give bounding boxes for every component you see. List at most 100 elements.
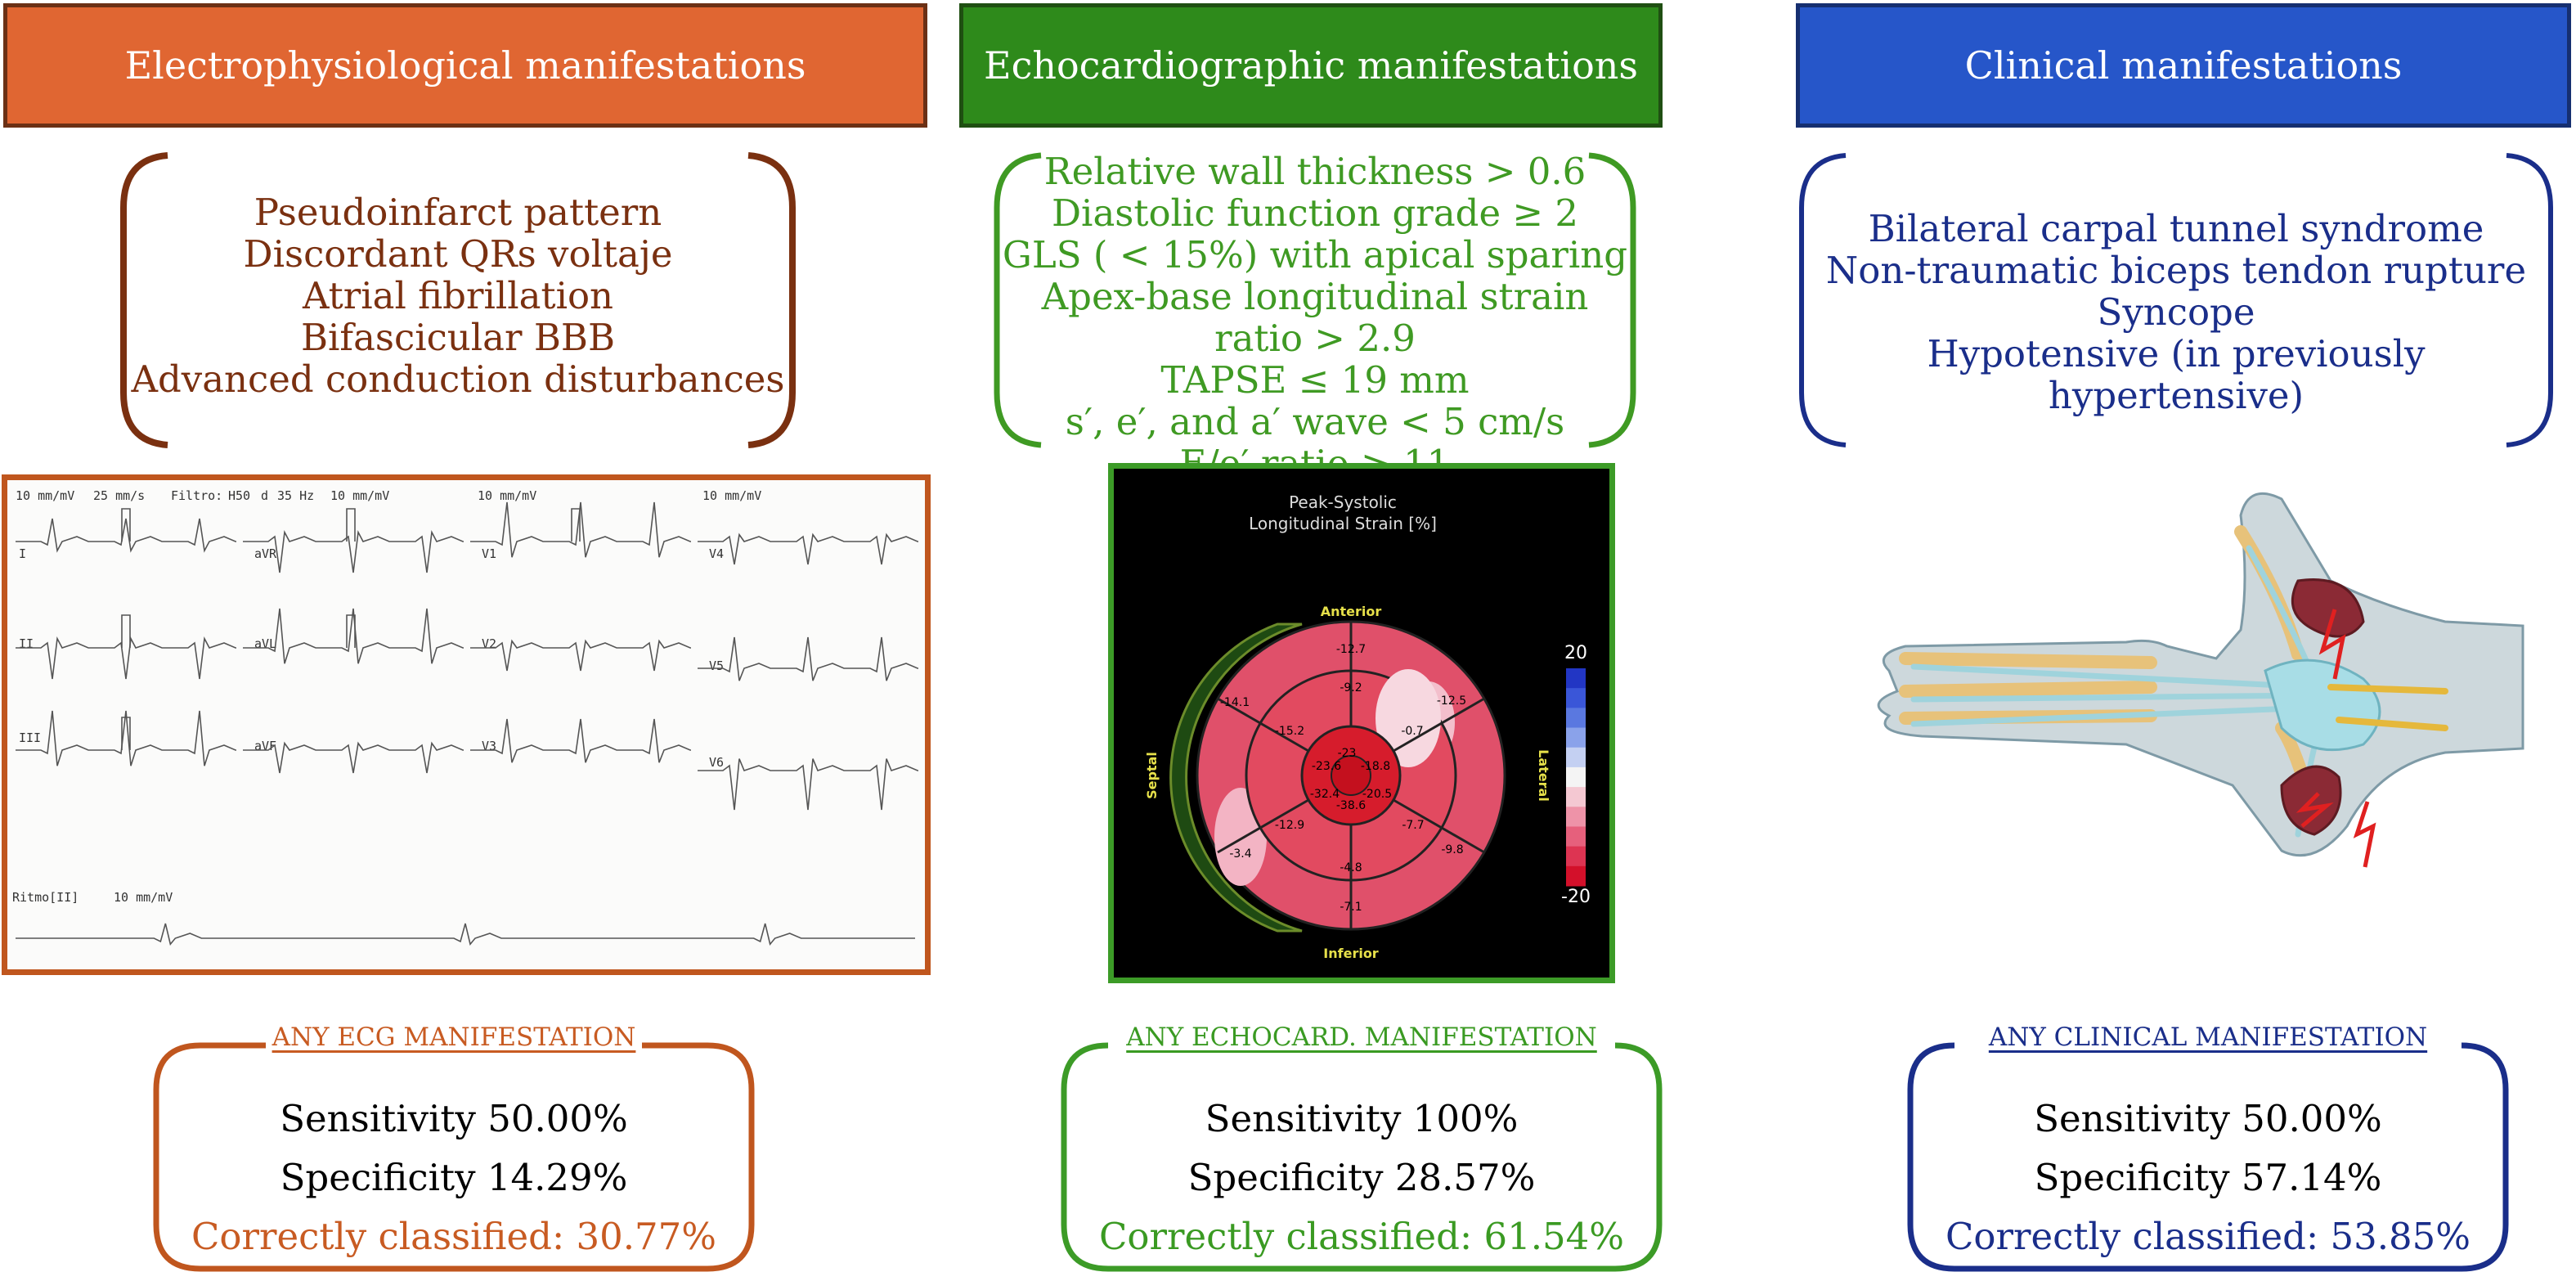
clinical-criterion: Non-traumatic biceps tendon rupture — [1825, 249, 2527, 292]
echo-summary-frame — [1061, 1042, 1663, 1272]
rhythm-scale-label: 10 mm/mV — [114, 890, 173, 905]
clinical-criteria-bracket: Bilateral carpal tunnel syndrome Non-tra… — [1797, 151, 2556, 450]
lead-label: V3 — [482, 739, 496, 753]
segment-value: -23 — [1338, 747, 1357, 760]
wall-inferior-label: Inferior — [1323, 946, 1379, 961]
lead-label: V5 — [709, 658, 724, 673]
segment-dividers — [1217, 622, 1485, 929]
ecg-waveform — [698, 636, 918, 681]
echo-criterion: GLS ( < 15%) with apical sparing — [1002, 233, 1628, 276]
ecg-traces — [16, 501, 918, 946]
hand-anatomy-illustration — [1856, 483, 2527, 908]
ecg-criterion: Advanced conduction disturbances — [131, 357, 785, 401]
forearm-hand-silhouette — [1877, 492, 2524, 857]
echo-criterion: Apex-base longitudinal strain ratio > 2.… — [1041, 275, 1589, 360]
lead-label: V1 — [482, 546, 496, 561]
ecg-tracing: 10 mm/mV 25 mm/s Filtro: H50 d 35 Hz 10 … — [12, 488, 918, 946]
bullseye-plot: Peak-Systolic Longitudinal Strain [%] An… — [1144, 492, 1591, 961]
ecg-scale-label: 10 mm/mV — [702, 488, 761, 503]
ecg-summary-title: ANY ECG MANIFESTATION — [151, 1023, 756, 1052]
segment-value: -4.8 — [1340, 861, 1362, 874]
segment-value: -14.1 — [1220, 696, 1250, 709]
wall-anterior-label: Anterior — [1321, 604, 1382, 619]
calibration-pulse — [346, 508, 356, 542]
specificity-value: Specificity 28.57% — [1187, 1156, 1536, 1199]
lead-label: II — [19, 636, 34, 651]
scale-min-label: -20 — [1561, 887, 1591, 907]
correctly-classified-value: Correctly classified: 30.77% — [191, 1215, 717, 1258]
clinical-summary-box: ANY CLINICAL MANIFESTATION Sensitivity 5… — [1905, 1023, 2511, 1274]
echo-criteria-list: Relative wall thickness > 0.6 Diastolic … — [992, 151, 1638, 484]
clinical-criterion: Syncope — [2097, 290, 2255, 334]
segment-values: -12.7 -12.5 -9.8 -7.1 -3.4 -14.1 -9.2 -0… — [1220, 643, 1466, 914]
clinical-header: Clinical manifestations — [1796, 3, 2571, 128]
segment-value: -15.2 — [1275, 725, 1304, 738]
calibration-pulse — [121, 717, 131, 750]
segment-value: -7.7 — [1402, 819, 1424, 832]
ecg-criterion: Pseudoinfarct pattern — [254, 191, 662, 234]
echo-criterion: TAPSE ≤ 19 mm — [1160, 358, 1470, 402]
ecg-waveform — [243, 529, 464, 573]
calibration-pulse — [121, 614, 131, 648]
ecg-criterion: Discordant QRs voltaje — [243, 232, 673, 276]
echo-header: Echocardiographic manifestations — [959, 3, 1663, 128]
ecg-waveform — [16, 923, 915, 946]
bullseye-title-line1: Peak-Systolic — [1289, 492, 1397, 512]
color-scale-step — [1566, 766, 1586, 788]
hand-anatomy-drawing — [1877, 492, 2524, 868]
ecg-scale-label: 10 mm/mV — [330, 488, 389, 503]
ecg-lead-labels: I aVR V1 V4 II aVL V2 V5 III aVF V3 V6 R… — [12, 546, 724, 905]
specificity-value: Specificity 57.14% — [2034, 1156, 2382, 1199]
segment-value: -9.8 — [1441, 843, 1463, 856]
sensitivity-value: Sensitivity 50.00% — [2034, 1097, 2382, 1140]
bullseye-title-line2: Longitudinal Strain [%] — [1249, 514, 1437, 533]
ecg-criteria-list: Pseudoinfarct pattern Discordant QRs vol… — [119, 191, 797, 400]
segment-value: -7.1 — [1340, 901, 1362, 914]
ecg-scale-label: 10 mm/mV — [478, 488, 536, 503]
segment-value: -20.5 — [1362, 788, 1392, 801]
correctly-classified-value: Correctly classified: 61.54% — [1098, 1215, 1625, 1258]
echo-summary-title-text: ANY ECHOCARD. MANIFESTATION — [1120, 1023, 1604, 1052]
ecg-scale-label: 10 mm/mV — [16, 488, 74, 503]
ecg-waveform — [16, 710, 236, 766]
ecg-criterion: Bifascicular BBB — [300, 316, 616, 359]
ecg-criteria-bracket: Pseudoinfarct pattern Discordant QRs vol… — [119, 151, 797, 450]
sensitivity-value: Sensitivity 50.00% — [280, 1097, 628, 1140]
ecg-header: Electrophysiological manifestations — [3, 3, 927, 128]
echo-criterion: s′, e′, and a′ wave < 5 cm/s — [1065, 400, 1565, 443]
clinical-summary-title: ANY CLINICAL MANIFESTATION — [1905, 1023, 2511, 1052]
segment-value: -38.6 — [1336, 799, 1366, 812]
echo-summary-box: ANY ECHOCARD. MANIFESTATION Sensitivity … — [1059, 1023, 1664, 1274]
clinical-criteria-list: Bilateral carpal tunnel syndrome Non-tra… — [1797, 208, 2556, 416]
carpal-ligament — [2264, 658, 2381, 752]
ecg-waveform — [470, 501, 691, 558]
ecg-waveform — [470, 718, 691, 763]
ecg-waveform — [243, 608, 464, 664]
ecg-summary-box: ANY ECG MANIFESTATION Sensitivity 50.00%… — [151, 1023, 756, 1274]
ecg-waveform — [16, 636, 236, 680]
specificity-value: Specificity 14.29% — [280, 1156, 628, 1199]
sensitivity-value: Sensitivity 100% — [1205, 1097, 1519, 1140]
strain-highlight — [1376, 669, 1441, 767]
segment-value: -9.2 — [1340, 681, 1362, 694]
segment-value: -12.5 — [1437, 694, 1466, 708]
median-nerve — [2327, 684, 2448, 731]
ecg-bracket-shape — [120, 152, 796, 448]
ecg-summary-lines: Sensitivity 50.00% Specificity 14.29% Co… — [151, 1090, 756, 1266]
calibration-pulse — [571, 508, 581, 542]
bullseye-strain-image: Peak-Systolic Longitudinal Strain [%] An… — [1108, 463, 1615, 983]
color-scale-step — [1566, 787, 1586, 807]
ecg-filter-label: H50 — [228, 488, 250, 503]
lead-label: I — [19, 546, 26, 561]
echo-criteria-bracket: Relative wall thickness > 0.6 Diastolic … — [992, 151, 1638, 484]
ecg-waveform — [698, 758, 918, 811]
calibration-pulse — [346, 614, 356, 648]
scale-max-label: 20 — [1564, 643, 1587, 663]
lead-label: V6 — [709, 755, 724, 770]
rv-wall-shape — [1169, 623, 1303, 933]
clinical-summary-lines: Sensitivity 50.00% Specificity 57.14% Co… — [1905, 1090, 2511, 1266]
segment-value: -12.7 — [1336, 643, 1366, 656]
lead-label: aVL — [254, 636, 276, 651]
strain-color-scale — [1566, 668, 1586, 887]
ecg-waveform — [698, 533, 918, 565]
